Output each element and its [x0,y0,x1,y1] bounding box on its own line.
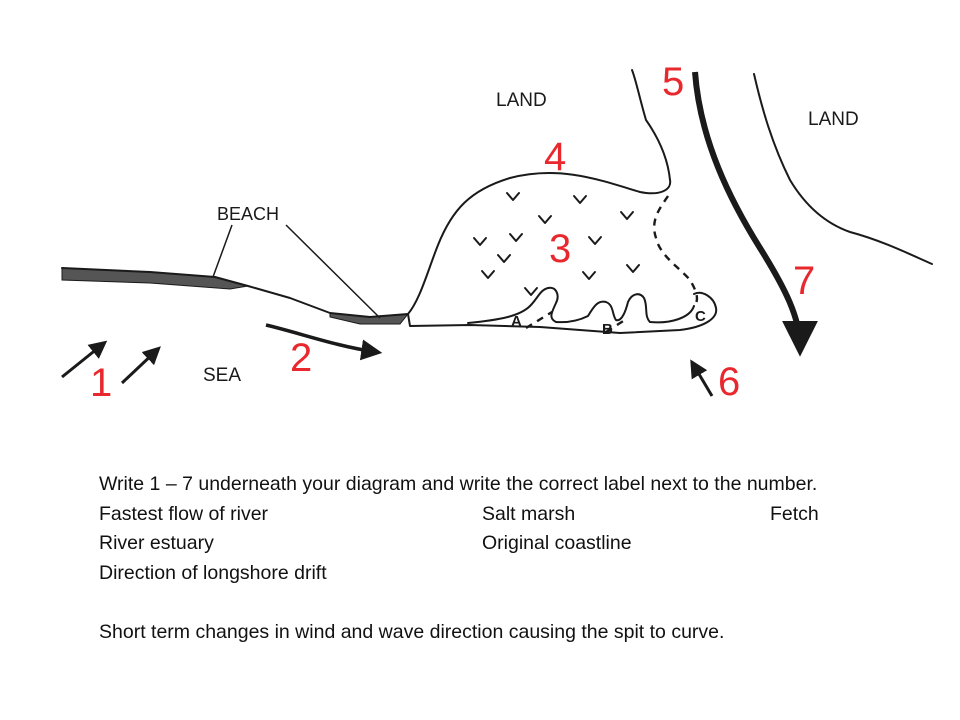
letter-a: A [511,313,522,330]
option-fetch: Fetch [770,502,819,525]
wind-arrows [61,340,161,385]
marsh-symbols [473,192,640,296]
letter-c: C [695,308,706,325]
instruction-text: Write 1 – 7 underneath your diagram and … [99,473,818,495]
spacer [99,588,879,618]
spit-outline [407,69,672,315]
dashed-line-a [525,310,553,330]
spit-diagram: LAND LAND BEACH SEA A B C 1 2 3 4 5 6 7 [61,60,933,405]
number-4: 4 [544,135,566,179]
label-task-text: Write 1 – 7 underneath your diagram and … [99,470,879,647]
number-3: 3 [549,227,571,271]
sea-label: SEA [203,365,241,386]
dashed-line-b [605,316,629,334]
spit-bottom [407,291,718,334]
land-label-right: LAND [808,109,859,130]
marsh-creek-a [467,286,559,324]
letter-b: B [602,321,613,338]
options-row-1: Fastest flow of river Salt marsh Fetch [99,500,879,530]
option-longshore-drift: Direction of longshore drift [99,561,327,584]
marsh-creek-b [555,293,695,324]
number-7: 7 [793,259,815,303]
number-6: 6 [718,360,740,404]
longshore-drift-arrow [265,323,383,361]
option-salt-marsh: Salt marsh [482,502,576,525]
land-label-left: LAND [496,90,547,111]
land-boundary-right [753,73,933,265]
beach-label: BEACH [217,204,279,224]
option-short-term-changes: Short term changes in wind and wave dire… [99,620,725,643]
beach-pointer-left [212,224,233,278]
option-original-coastline: Original coastline [482,532,632,554]
number-2: 2 [290,336,312,380]
river-flow-arrow [692,71,818,357]
final-option: Short term changes in wind and wave dire… [99,618,879,648]
original-coastline [61,267,409,318]
number-1: 1 [90,361,112,405]
options-row-3: Direction of longshore drift [99,559,879,589]
wave-direction-arrow [690,359,714,397]
option-fastest-flow: Fastest flow of river [99,502,269,525]
beach-pointer-right [285,224,381,319]
dashed-boundary [653,195,699,307]
option-river-estuary: River estuary [99,532,214,554]
number-5: 5 [662,60,684,104]
options-row-2: River estuary Original coastline [99,529,879,559]
